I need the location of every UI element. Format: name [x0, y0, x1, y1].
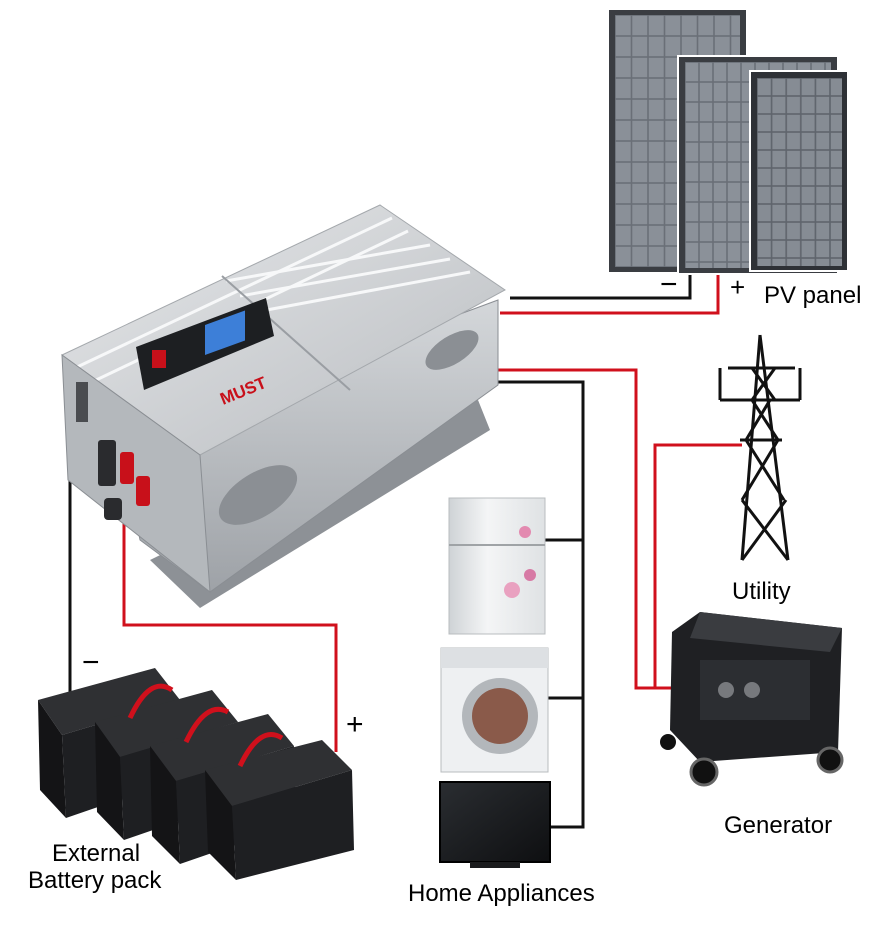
- pv-panel-label: PV panel: [764, 282, 862, 309]
- television: [439, 781, 551, 868]
- battery-plus-sign: +: [346, 708, 364, 741]
- washing-machine: [440, 647, 549, 773]
- pv-positive-wire: [500, 268, 720, 315]
- inverter: MUST: [61, 204, 506, 608]
- generator: [660, 612, 844, 787]
- solar-panel-front: [749, 70, 849, 272]
- fridge: [448, 497, 546, 635]
- inverter-terminals: [76, 382, 150, 520]
- ac-output-wire: [478, 380, 585, 829]
- generator-label: Generator: [724, 812, 833, 839]
- pv-plus-sign: +: [730, 272, 746, 302]
- wiring: [68, 268, 742, 829]
- utility-wire: [653, 443, 742, 688]
- battery-label-line1: External: [52, 840, 141, 867]
- utility-tower: [718, 334, 802, 561]
- inverter-lcd: [205, 310, 245, 355]
- battery-pack: [38, 668, 354, 880]
- inverter-vent-left: [218, 465, 298, 525]
- home-appliances-label: Home Appliances: [408, 880, 595, 907]
- battery-label-line2: Battery pack: [28, 867, 162, 894]
- pv-minus-sign: −: [660, 268, 678, 301]
- battery-4: [205, 740, 354, 880]
- inverter-vent-right: [425, 330, 479, 370]
- inverter-left-side: [61, 353, 211, 594]
- pv-negative-wire: [510, 268, 692, 300]
- pv-panels: [609, 10, 849, 275]
- utility-label: Utility: [732, 578, 791, 605]
- battery-minus-sign: −: [82, 646, 100, 679]
- inverter-indicator: [152, 350, 166, 368]
